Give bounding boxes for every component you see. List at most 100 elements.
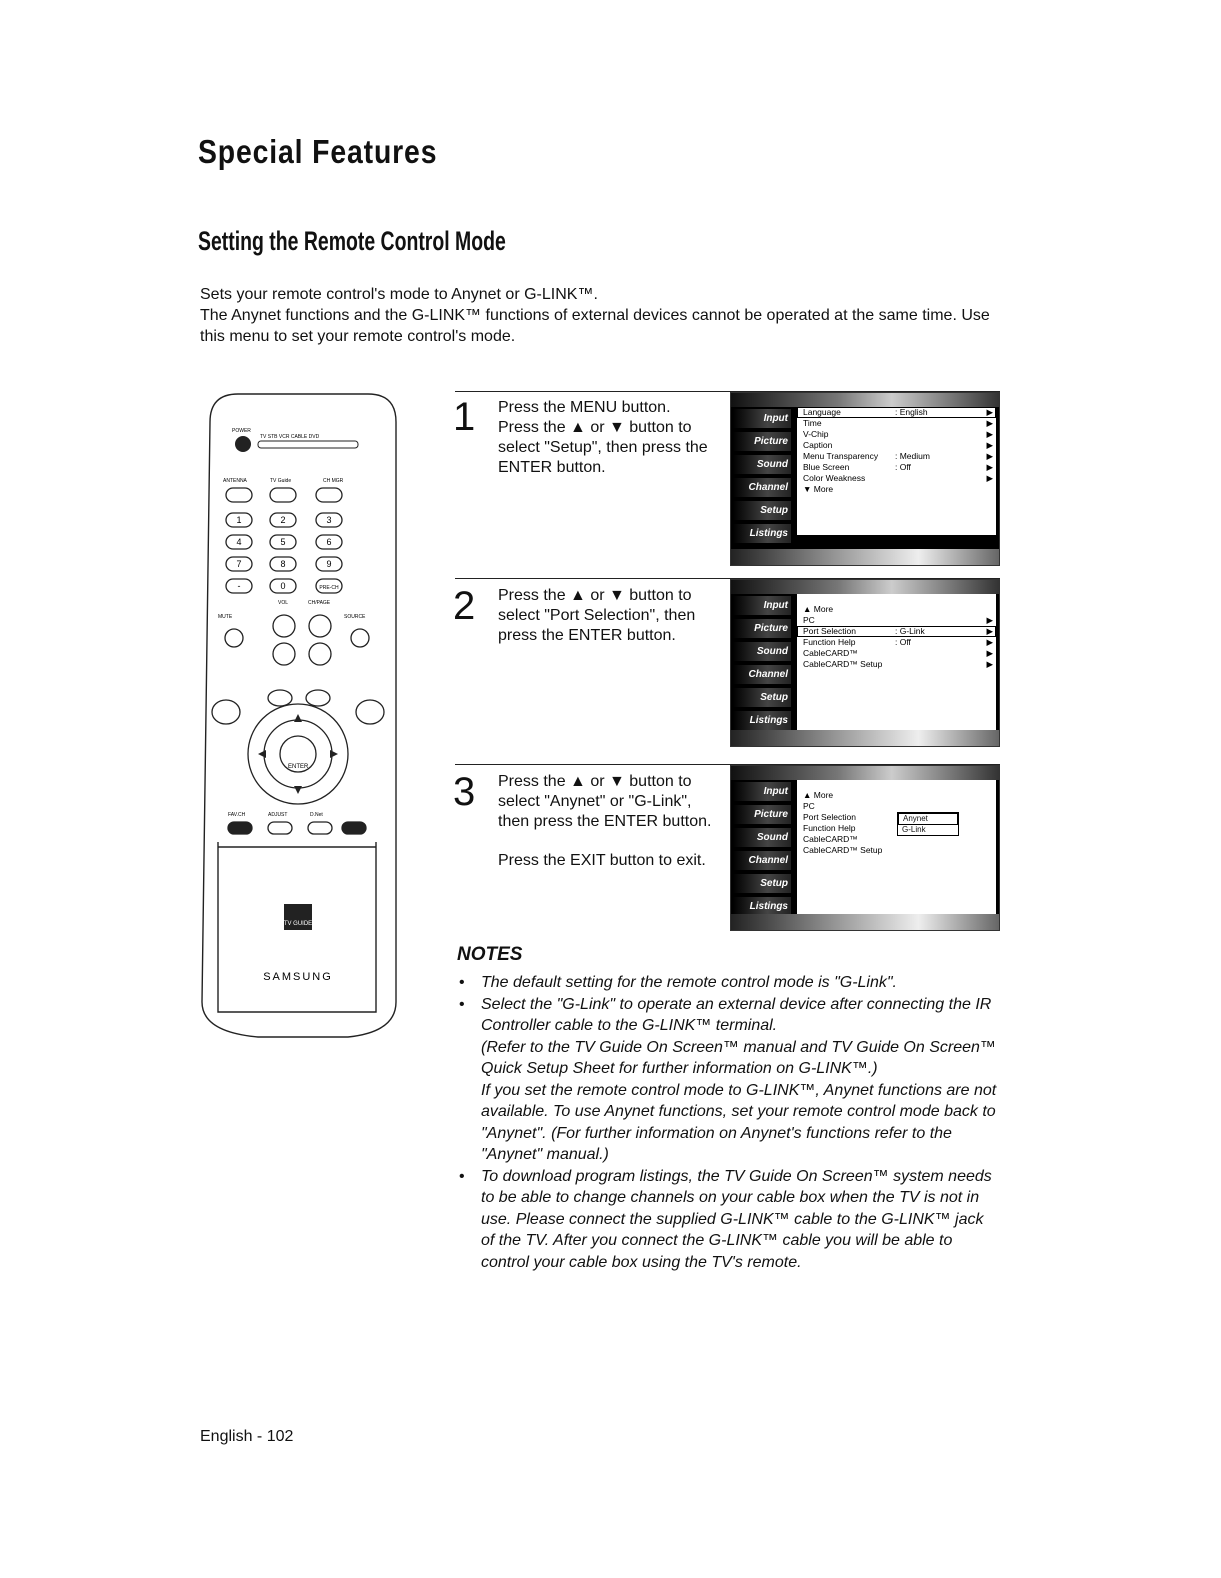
intro-line-2: The Anynet functions and the G-LINK™ fun… (200, 307, 990, 345)
osd-row-label: ▼ More (803, 484, 834, 494)
step-2-line-1: Press the ▲ or ▼ button to select "Port … (498, 587, 696, 644)
step-1-line-1: Press the MENU button. (498, 399, 671, 416)
digit-key (315, 556, 343, 572)
osd-tab-setup: Setup (733, 501, 791, 520)
osd-tab-input: Input (733, 409, 791, 428)
note-2b: (Refer to the TV Guide On Screen™ manual… (481, 1038, 996, 1078)
digit-key (269, 578, 297, 594)
digit-key-label: 0 (280, 581, 285, 591)
digit-key (225, 578, 253, 594)
osd-row-cablecard: CableCARD™▶ (797, 648, 996, 659)
step-3-line-2: Press the EXIT button to exit. (498, 852, 706, 869)
vol-label: VOL (278, 600, 288, 606)
osd-tabs: Input Picture Sound Channel Setup Listin… (733, 596, 791, 734)
osd-row-label: Port Selection (803, 626, 856, 636)
osd-tab-sound: Sound (733, 828, 791, 847)
digit-key-label: 6 (326, 537, 331, 547)
step-3-line-1: Press the ▲ or ▼ button to select "Anyne… (498, 773, 712, 830)
osd-footer-bar (731, 730, 999, 746)
osd-row-blue-screen: Blue Screen: Off▶ (797, 462, 996, 473)
mode-slider (257, 440, 359, 449)
osd-tab-sound: Sound (733, 642, 791, 661)
step-2-rule (455, 578, 1000, 579)
osd-row-label: Caption (803, 440, 833, 450)
digit-key-label: PRE-CH (319, 585, 339, 591)
ch-label: CH/PAGE (308, 600, 331, 606)
note-item: To download program listings, the TV Gui… (456, 1166, 1001, 1274)
antenna-label: ANTENNA (223, 478, 248, 484)
mute-label: MUTE (218, 614, 233, 620)
note-3: To download program listings, the TV Gui… (481, 1167, 992, 1271)
osd-row-value (895, 429, 983, 440)
osd-row-value (895, 473, 983, 484)
osd-row-label: Color Weakness (803, 473, 866, 483)
digit-key (225, 534, 253, 550)
step-2-instructions: Press the ▲ or ▼ button to select "Port … (498, 586, 726, 646)
arrow-right-icon: ▶ (986, 637, 993, 647)
source-label: SOURCE (344, 614, 366, 620)
osd-port-selection-menu: Input Picture Sound Channel Setup Listin… (730, 579, 1000, 747)
arrow-right-icon: ▶ (986, 429, 993, 439)
power-button (235, 436, 251, 452)
osd-row-value (895, 484, 983, 495)
arrow-right-icon: ▶ (986, 418, 993, 428)
osd-setup-menu: Input Picture Sound Channel Setup Listin… (730, 392, 1000, 566)
osd-row-vchip: V-Chip▶ (797, 429, 996, 440)
osd-tab-picture: Picture (733, 619, 791, 638)
osd-row-label: CableCARD™ Setup (803, 659, 883, 669)
arrow-right-icon: ▶ (986, 626, 993, 636)
favch-label: FAV.CH (228, 812, 246, 818)
osd-tab-setup: Setup (733, 688, 791, 707)
osd-row-value: : Off (895, 462, 911, 472)
osd-row-label: Language (803, 407, 841, 417)
note-item: The default setting for the remote contr… (456, 972, 1001, 994)
dropdown-option-glink: G-Link (902, 825, 926, 834)
step-3-number: 3 (453, 770, 476, 814)
power-label: POWER (232, 428, 251, 434)
osd-row-pc: PC▶ (797, 615, 996, 626)
arrow-right-icon (983, 484, 996, 495)
chmgr-label: CH MGR (323, 478, 344, 484)
osd-row-time: Time ▶ (797, 418, 996, 429)
osd-tabs: Input Picture Sound Channel Setup Listin… (733, 409, 791, 547)
port-dropdown: Anynet G-Link (897, 812, 959, 836)
osd-menu-panel: ▲ More PC Port Selection Function Help C… (797, 780, 996, 918)
osd-tab-sound: Sound (733, 455, 791, 474)
osd-row-value (895, 648, 983, 659)
osd-row-label: CableCARD™ (803, 648, 858, 658)
osd-row-label: ▲ More (803, 790, 834, 800)
digit-key-label: 4 (236, 537, 241, 547)
osd-tab-listings: Listings (733, 524, 791, 543)
osd-tab-channel: Channel (733, 478, 791, 497)
step-2-number: 2 (453, 584, 476, 628)
arrow-right-icon: ▶ (986, 451, 993, 461)
osd-row-label: Port Selection (803, 812, 856, 822)
digit-key-label: 7 (236, 559, 241, 569)
digit-key (269, 534, 297, 550)
osd-tab-picture: Picture (733, 432, 791, 451)
osd-tab-picture: Picture (733, 805, 791, 824)
osd-tab-input: Input (733, 596, 791, 615)
osd-row-more: ▲ More (797, 790, 996, 801)
osd-row-more: ▼ More (797, 484, 996, 495)
osd-row-label: Time (803, 418, 822, 428)
osd-header-bar (731, 766, 999, 780)
arrow-right-icon (983, 604, 996, 615)
osd-tab-setup: Setup (733, 874, 791, 893)
osd-menu-panel: ▲ More PC▶ Port Selection: G-Link▶ Funct… (797, 594, 996, 734)
osd-row-port-selection: Port Selection : G-Link ▶ (797, 626, 996, 637)
osd-menu-panel: Language: English▶ Time▶ V-Chip▶ Caption… (797, 407, 996, 535)
step-3-rule (455, 764, 1000, 765)
notes-heading: NOTES (457, 944, 523, 965)
osd-row-label: Menu Transparency (803, 451, 879, 461)
osd-row-value: : G-Link (895, 626, 925, 636)
page-footer: English - 102 (200, 1428, 294, 1445)
digit-key (269, 512, 297, 528)
osd-tab-listings: Listings (733, 711, 791, 730)
step-1-line-2: Press the ▲ or ▼ button to select "Setup… (498, 419, 708, 476)
osd-row-port-selection: Port Selection (797, 812, 996, 823)
osd-row-value: : Off (895, 637, 911, 647)
arrow-right-icon: ▶ (986, 659, 993, 669)
step-1-number: 1 (453, 395, 476, 439)
